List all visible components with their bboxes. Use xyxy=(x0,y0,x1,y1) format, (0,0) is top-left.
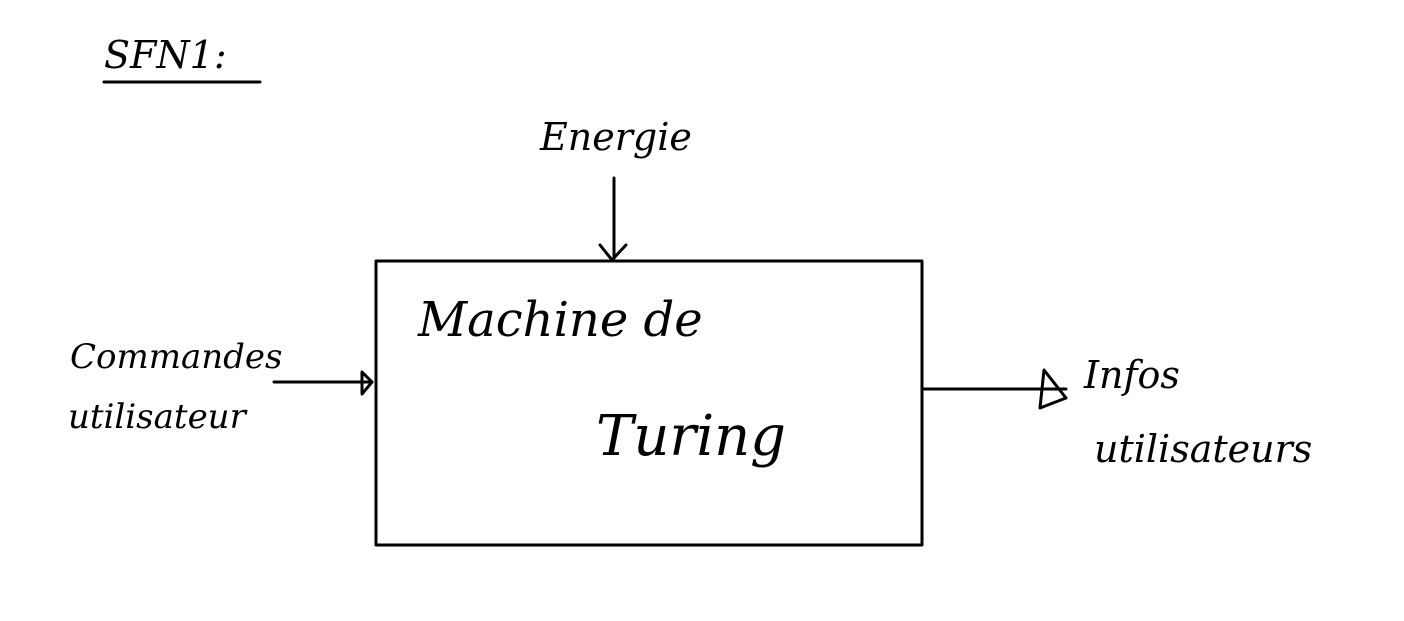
block-title-line2: Turing xyxy=(596,404,786,469)
commandes-arrow-head xyxy=(360,370,374,396)
output-infos-label: Infos xyxy=(1083,353,1180,397)
infos-arrow-head xyxy=(1038,368,1068,410)
output-utilisateurs-label: utilisateurs xyxy=(1094,427,1312,471)
system-block xyxy=(374,259,924,547)
input-utilisateur-label: utilisateur xyxy=(68,397,248,437)
diagram-title: SFN1: xyxy=(104,33,227,77)
input-commandes-label: Commandes xyxy=(70,337,282,377)
input-energie-label: Energie xyxy=(539,115,692,159)
block-title-line1: Machine de xyxy=(417,292,703,348)
